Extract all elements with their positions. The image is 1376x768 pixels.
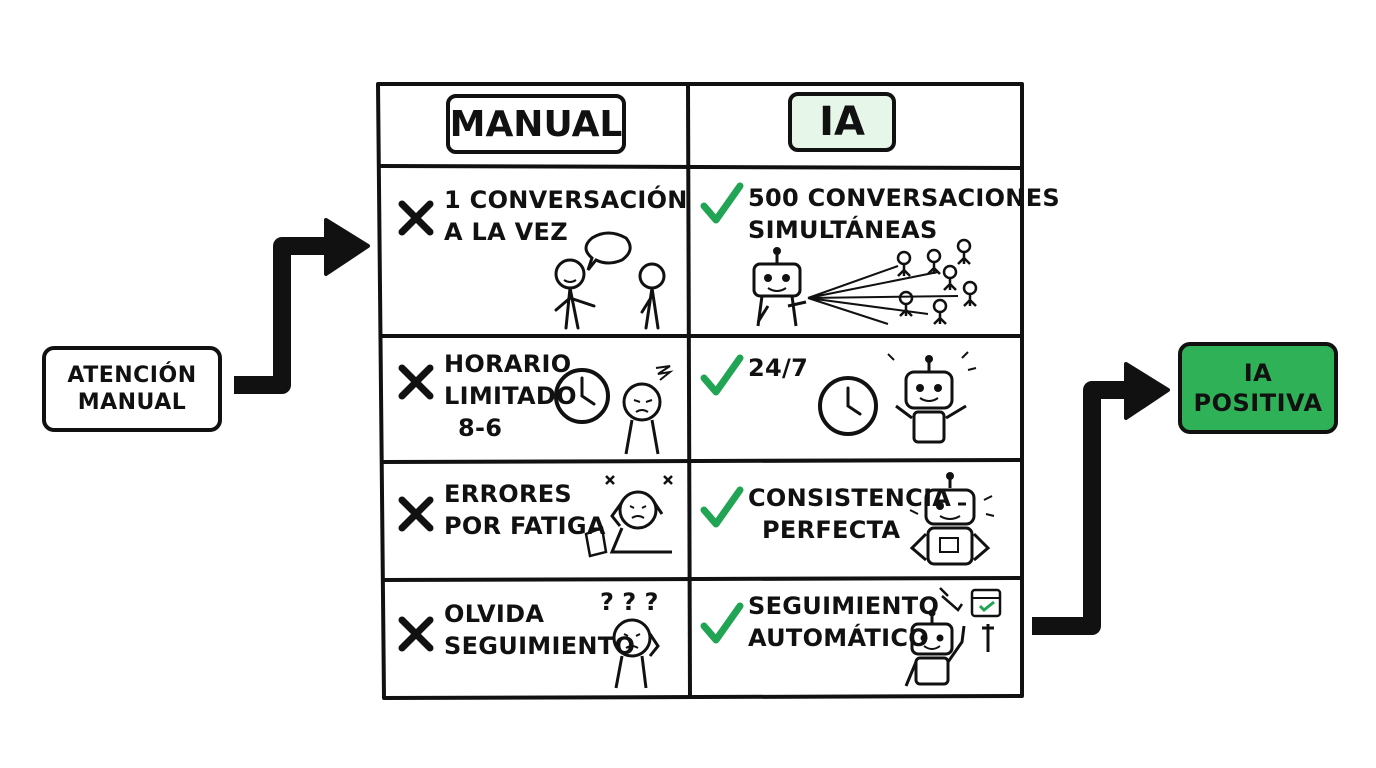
- start-node-line1: ATENCIÓN: [67, 362, 197, 388]
- confident-robot-icon: [909, 472, 995, 566]
- clock-tired-person-icon: [554, 365, 674, 455]
- x-icon: [398, 616, 434, 652]
- ia-row1-text: 500 CONVERSACIONES SIMULTÁNEAS: [748, 182, 1060, 246]
- ia-row3-line1: CONSISTENCIA: [748, 484, 952, 512]
- checkmark-icon: [700, 486, 744, 528]
- ia-row3-text: CONSISTENCIA PERFECTA: [748, 482, 951, 546]
- manual-row1-line2: A LA VEZ: [444, 218, 568, 246]
- comparison-table: MANUAL IA 1 CONVERSACIÓN A LA VEZ 500 CO…: [376, 82, 1060, 700]
- ia-row2-text: 24/7: [748, 352, 808, 384]
- end-node-line2: POSITIVA: [1193, 389, 1323, 417]
- ia-row4-line2: AUTOMÁTICO: [748, 624, 930, 652]
- robot-with-tools-calendar-icon: [904, 587, 1002, 687]
- ia-row4-text: SEGUIMIENTO AUTOMÁTICO: [748, 590, 939, 654]
- stressed-person-desk-icon: [584, 475, 673, 558]
- checkmark-icon: [700, 182, 744, 224]
- manual-row1-text: 1 CONVERSACIÓN A LA VEZ: [444, 184, 688, 248]
- column-header-manual: MANUAL: [446, 94, 626, 154]
- manual-row3-text: ERRORES POR FATIGA: [444, 478, 606, 542]
- clock-robot-icon: [818, 351, 977, 444]
- manual-row2-line3: 8-6: [458, 414, 503, 442]
- ia-row1-line2: SIMULTÁNEAS: [748, 216, 938, 244]
- confused-person-icon: ? ? ?: [600, 588, 660, 689]
- x-icon: [398, 200, 434, 236]
- end-node-ia-positiva: IA POSITIVA: [1178, 342, 1338, 434]
- checkmark-icon: [700, 354, 744, 396]
- ia-row2-line1: 24/7: [748, 354, 809, 382]
- manual-row3-line1: ERRORES: [444, 480, 573, 508]
- manual-row3-line2: POR FATIGA: [444, 512, 606, 540]
- manual-row4-line2: SEGUIMIENTO: [444, 632, 636, 660]
- table-grid: [376, 82, 1024, 700]
- manual-row2-text: HORARIO LIMITADO 8-6: [444, 348, 577, 444]
- x-icon: [398, 364, 434, 400]
- ia-row1-line1: 500 CONVERSACIONES: [748, 184, 1060, 212]
- manual-row4-text: OLVIDA SEGUIMIENTO: [444, 598, 635, 662]
- manual-row4-line1: OLVIDA: [444, 600, 545, 628]
- end-node-line1: IA: [1243, 359, 1273, 387]
- two-people-talking-icon: [554, 231, 666, 330]
- x-icon: [398, 496, 434, 532]
- start-node-atencion-manual: ATENCIÓN MANUAL: [42, 346, 222, 432]
- column-header-ia: IA: [788, 92, 896, 152]
- checkmark-icon: [700, 602, 744, 644]
- manual-row2-line1: HORARIO: [444, 350, 572, 378]
- robot-broadcasting-to-crowd-icon: [752, 238, 978, 327]
- ia-row3-line2: PERFECTA: [762, 516, 901, 544]
- manual-row1-line1: 1 CONVERSACIÓN: [444, 186, 688, 214]
- start-node-line2: MANUAL: [77, 390, 187, 415]
- ia-row4-line1: SEGUIMIENTO: [748, 592, 940, 620]
- svg-text:? ? ?: ? ? ?: [600, 588, 658, 616]
